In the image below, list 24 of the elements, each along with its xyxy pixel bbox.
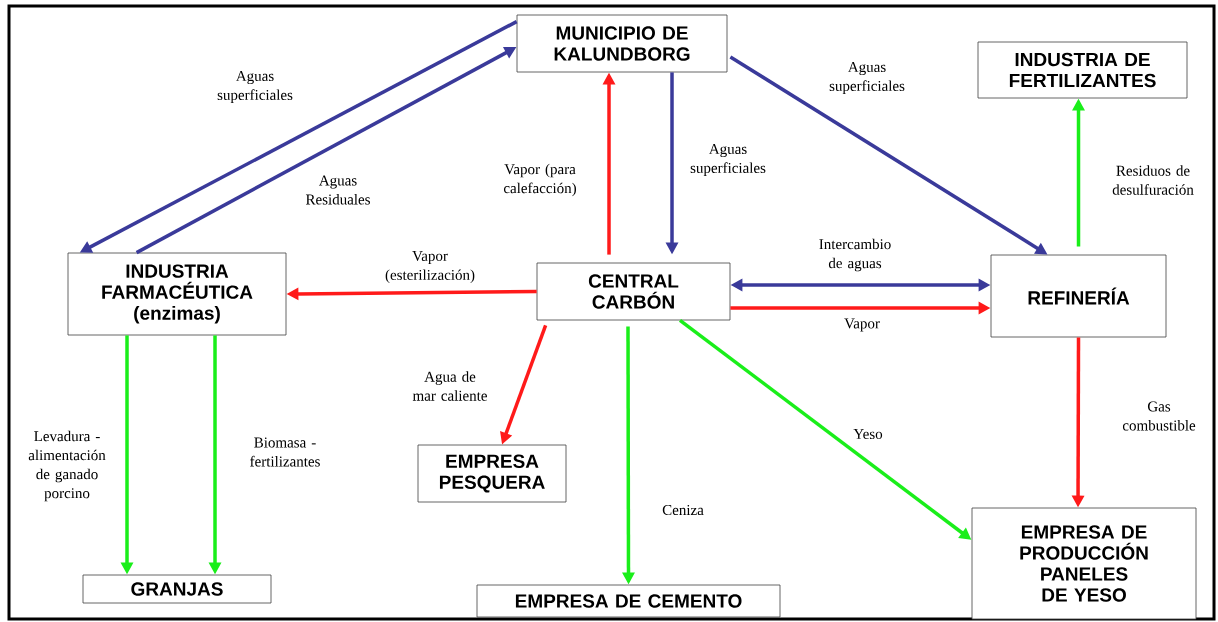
edge-label: Ceniza (662, 504, 704, 516)
process-box: INDUSTRIA DE FERTILIZANTES (977, 41, 1188, 99)
process-box: REFINERÍA (990, 254, 1167, 338)
process-box: EMPRESA DE CEMENTO (476, 584, 781, 618)
edge-label: Residuos de desulfuración (1112, 165, 1194, 195)
edge-label: Levadura - alimentación de ganado porcino (28, 430, 106, 502)
edge-label: Aguas Residuales (305, 175, 370, 205)
process-box: GRANJAS (82, 574, 272, 604)
edge-label: Yeso (853, 429, 883, 439)
edge-label: Vapor (para calefacción) (503, 163, 576, 197)
edge-label: Gas combustible (1122, 401, 1196, 431)
edge-label: Biomasa - fertilizantes (250, 437, 320, 467)
process-box: EMPRESA PESQUERA (417, 444, 567, 503)
process-box: EMPRESA DE PRODUCCIÓN PANELES DE YESO (971, 507, 1197, 620)
edge-label: Agua de mar caliente (412, 371, 487, 401)
edge-label: Vapor (esterilización) (385, 251, 475, 283)
edge-label: Aguas superficiales (217, 70, 293, 104)
process-box: MUNICIPIO DE KALUNDBORG (516, 14, 728, 73)
process-box: CENTRAL CARBÓN (536, 262, 731, 321)
edge-label: Aguas superficiales (829, 61, 905, 95)
process-box: INDUSTRIA FARMACÉUTICA (enzimas) (67, 252, 287, 336)
edge-label: Vapor (844, 318, 880, 332)
edge-label: Intercambio de aguas (819, 238, 891, 272)
edge-label: Aguas superficiales (690, 143, 766, 177)
